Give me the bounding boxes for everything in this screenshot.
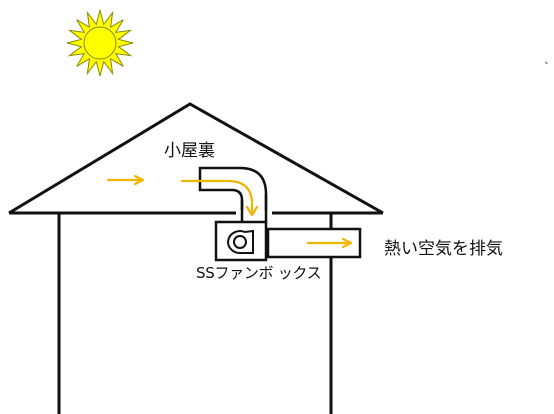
fan-box-label: SSファンボ ックス [196,264,322,282]
fan-box [214,220,268,262]
attic-duct [198,166,272,224]
airflow-arrow-exhaust [306,237,353,249]
exhaust-label: 熱い空気を排気 [384,239,503,259]
corner-mark: ˎ [544,50,550,64]
roof-outline [8,102,384,215]
airflow-arrows [106,174,353,249]
airflow-arrow-attic-left [106,174,145,186]
sun-icon [66,9,134,77]
attic-label: 小屋裏 [164,141,215,161]
airflow-arrow-into-duct [180,179,259,217]
fan-icon [227,229,254,255]
